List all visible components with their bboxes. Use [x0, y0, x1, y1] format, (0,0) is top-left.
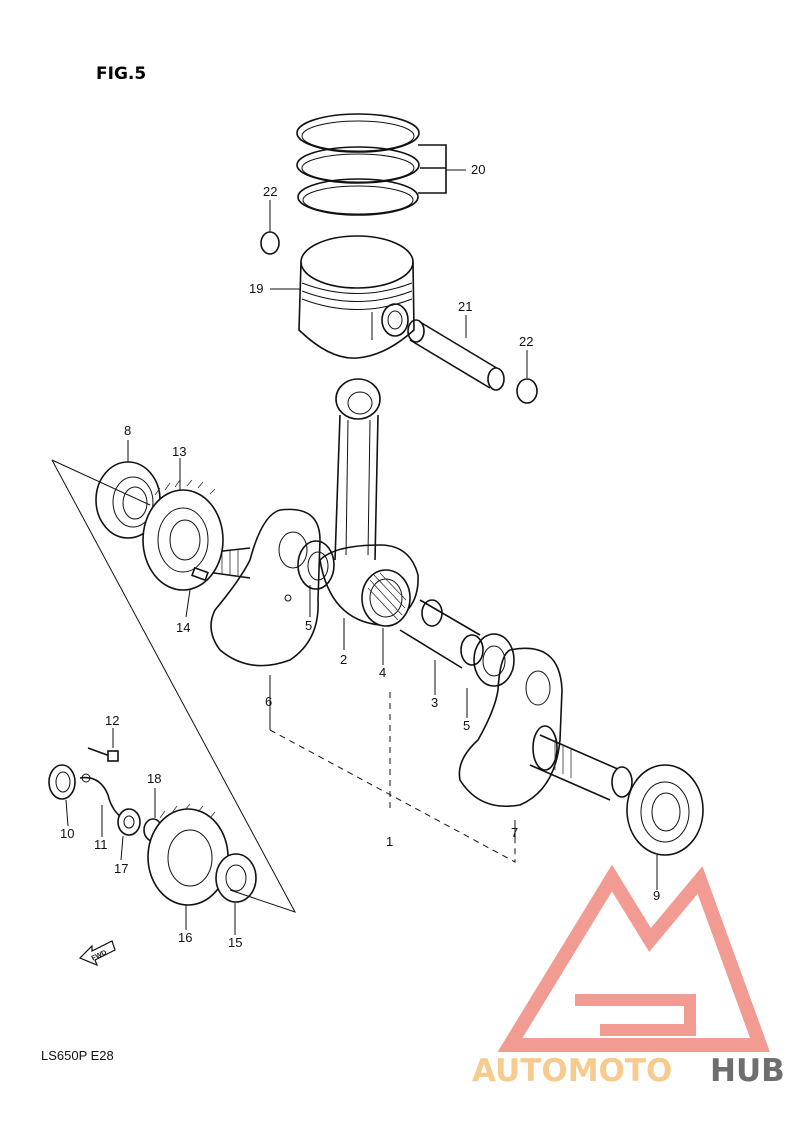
callout-5b: 5 — [463, 718, 470, 733]
callout-17: 17 — [114, 861, 128, 876]
oil-seal-10 — [48, 764, 76, 800]
circlip-lower — [516, 378, 538, 404]
piston — [298, 235, 415, 359]
watermark-logo: AUTOMOTO HUB — [472, 864, 785, 1089]
callout-22b: 22 — [519, 334, 533, 349]
callout-5a: 5 — [305, 618, 312, 633]
model-code: LS650P E28 — [41, 1048, 114, 1063]
callout-19: 19 — [249, 281, 263, 296]
piston-rings — [296, 113, 447, 216]
callout-8: 8 — [124, 423, 131, 438]
callout-7: 7 — [511, 825, 518, 840]
callout-22a: 22 — [263, 184, 277, 199]
callout-4: 4 — [379, 665, 386, 680]
bearing-15 — [215, 853, 257, 903]
crank-pin — [399, 599, 484, 669]
leader-lines — [65, 169, 658, 935]
bearing-9 — [626, 764, 704, 856]
callout-21: 21 — [458, 299, 472, 314]
callout-13: 13 — [172, 444, 186, 459]
plate-11 — [79, 773, 126, 821]
gear-16 — [147, 803, 229, 906]
assembly-outline — [51, 459, 516, 913]
fwd-arrow-icon: FWD — [78, 940, 116, 967]
callout-10: 10 — [60, 826, 74, 841]
callout-20: 20 — [471, 162, 485, 177]
thrust-washer-left — [297, 540, 335, 590]
thrust-washer-right — [473, 633, 515, 687]
circlip-upper — [260, 231, 280, 255]
figure-title: FIG.5 — [96, 64, 146, 84]
piston-pin — [407, 319, 505, 391]
callout-11: 11 — [94, 837, 108, 852]
watermark-text-1: AUTOMOTO — [472, 1053, 672, 1089]
needle-bearing — [361, 569, 411, 627]
bolt-12 — [87, 747, 119, 762]
callout-14: 14 — [176, 620, 190, 635]
gear-13 — [142, 479, 224, 591]
callout-2: 2 — [340, 652, 347, 667]
callout-12: 12 — [105, 713, 119, 728]
callout-6: 6 — [265, 694, 272, 709]
callout-3: 3 — [431, 695, 438, 710]
key-14 — [191, 566, 209, 582]
callout-1: 1 — [386, 834, 393, 849]
callout-labels: 1 2 3 4 5 5 6 7 8 9 10 11 12 13 14 15 16… — [60, 162, 660, 950]
connecting-rod — [319, 378, 419, 626]
callout-15: 15 — [228, 935, 242, 950]
callout-16: 16 — [178, 930, 192, 945]
watermark-text-2: HUB — [710, 1053, 785, 1089]
callout-9: 9 — [653, 888, 660, 903]
crank-web-right — [458, 647, 633, 807]
spacer-17 — [117, 808, 141, 836]
callout-18: 18 — [147, 771, 161, 786]
